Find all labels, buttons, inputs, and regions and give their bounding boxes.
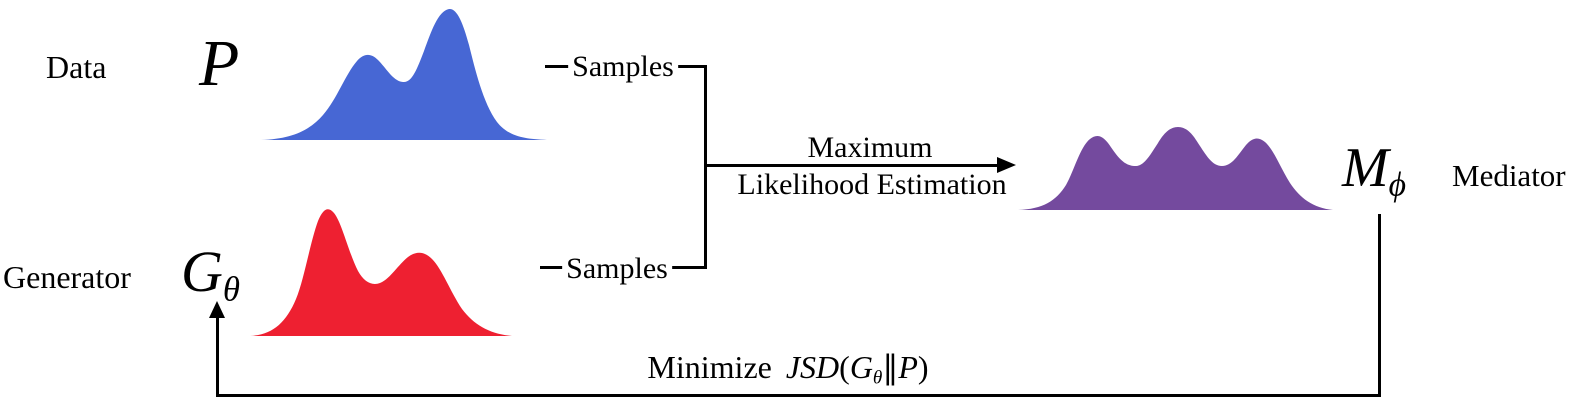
mediator-distribution-curve: [1018, 127, 1333, 210]
feedback-arrow-line: [216, 316, 219, 397]
generator-distribution-curve: [250, 209, 512, 336]
generator-symbol: Gθ: [181, 239, 240, 307]
mediator-symbol-subscript: ϕ: [1388, 166, 1407, 204]
samples-label-bottom: Samples: [562, 253, 672, 285]
feedback-bottom-line: [216, 394, 1381, 397]
jsd-arg1: Gθ: [849, 349, 883, 389]
data-distribution-curve: [261, 8, 547, 140]
mediator-symbol-letter: M: [1342, 137, 1389, 199]
jsd-func: JSD: [785, 349, 840, 385]
mle-arrow-line: [704, 164, 998, 167]
mle-arrowhead-icon: [997, 157, 1016, 173]
minimize-label: Minimize JSD(Gθ‖P): [647, 348, 929, 389]
generator-symbol-subscript: θ: [222, 269, 240, 309]
jsd-close-paren: ): [917, 349, 929, 385]
jsd-arg1-letter: G: [849, 349, 873, 385]
generator-label: Generator: [3, 259, 131, 295]
samples-connector-line: [704, 65, 707, 269]
samples-label-top: Samples: [568, 51, 678, 83]
jsd-divider: ‖: [882, 348, 899, 386]
mle-label-line2: Likelihood Estimation: [737, 168, 1007, 201]
data-distribution-path: [261, 8, 547, 140]
jsd-arg2: P: [898, 349, 918, 385]
data-label: Data: [46, 49, 107, 85]
jsd-open-paren: (: [839, 349, 850, 385]
data-distribution-symbol: P: [199, 27, 240, 100]
minimize-word: Minimize: [647, 349, 772, 385]
feedback-arrowhead-icon: [209, 301, 225, 318]
mle-label-line1: Maximum: [807, 131, 933, 164]
jsd-arg1-subscript: θ: [872, 367, 883, 389]
mediator-label: Mediator: [1452, 158, 1566, 193]
generator-distribution-path: [250, 209, 512, 336]
mediator-output-line: [1378, 214, 1381, 396]
mediator-symbol: Mϕ: [1342, 137, 1406, 202]
generator-symbol-letter: G: [181, 239, 223, 304]
mediator-distribution-path: [1018, 127, 1333, 210]
